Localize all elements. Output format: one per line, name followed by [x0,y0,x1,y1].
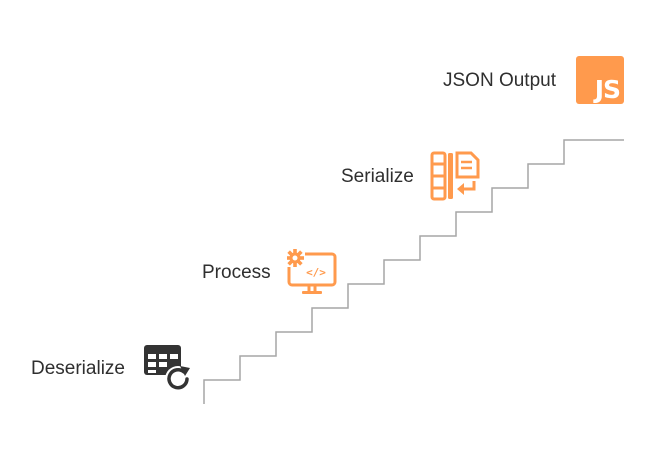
svg-text:</>: </> [306,266,326,279]
js-badge-text: JS [594,75,621,104]
step-label-deserialize: Deserialize [31,358,125,379]
step-label-process: Process [202,262,271,283]
step-label-json-output: JSON Output [443,70,556,91]
js-badge-icon: JS [576,56,624,104]
table-refresh-icon [144,345,191,392]
monitor-code-gear-icon: </> [287,249,337,294]
step-label-serialize: Serialize [341,166,414,187]
columns-document-return-icon [430,151,480,201]
